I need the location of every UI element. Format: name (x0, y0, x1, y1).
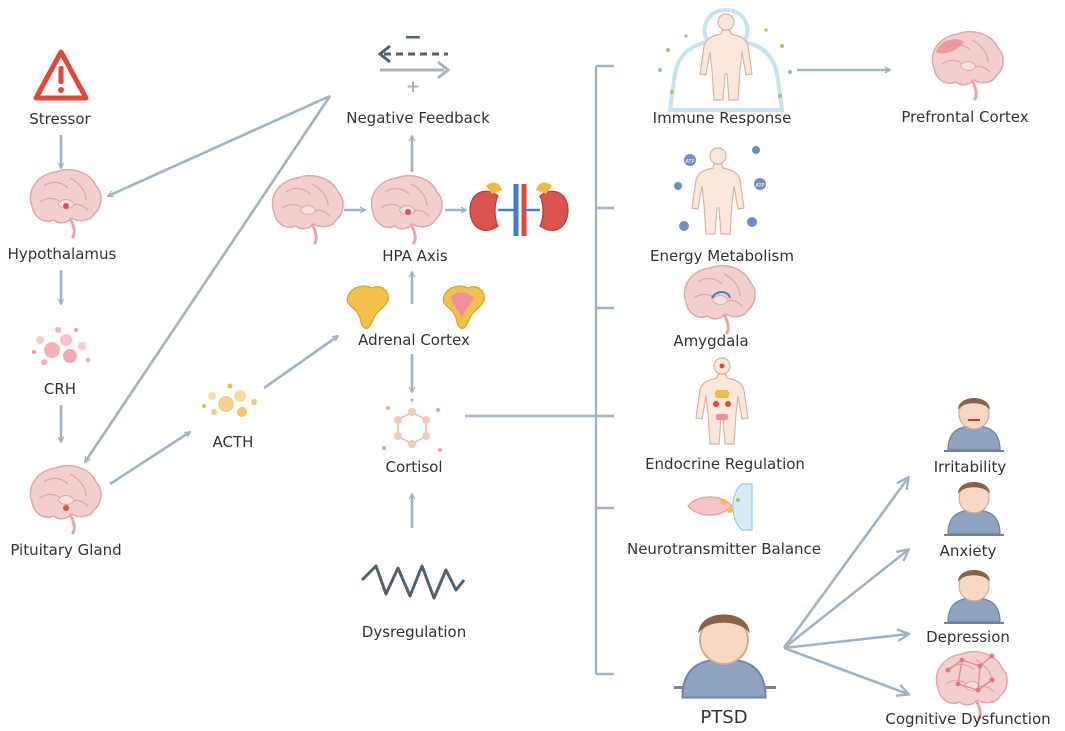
label-negative-feedback: Negative Feedback (346, 109, 490, 127)
feedback-minus-sign: − (404, 25, 422, 50)
label-cortisol: Cortisol (385, 458, 442, 476)
label-adrenal-cortex: Adrenal Cortex (358, 331, 470, 349)
arrow-ptsd-to-depression (783, 634, 908, 650)
label-amygdala: Amygdala (673, 332, 748, 350)
adrenal-gland-icon-left (346, 285, 389, 329)
human-body-icon-endocrine (695, 357, 749, 445)
human-body-icon-energy: ATP ATP (674, 146, 766, 235)
label-irritability: Irritability (934, 458, 1007, 476)
brain-icon-hpa-left (270, 174, 345, 246)
label-hpa-axis: HPA Axis (382, 247, 448, 265)
brain-network-icon (934, 650, 1009, 722)
hexagon-molecule-icon (382, 398, 442, 452)
person-icon-anxiety (944, 481, 1004, 536)
atp-molecule-icon: ATP ATP (674, 146, 766, 231)
label-depression: Depression (926, 628, 1010, 646)
brain-icon-pituitary (28, 464, 103, 536)
hpa-marker (405, 209, 411, 215)
warning-triangle-icon (33, 49, 89, 101)
label-stressor: Stressor (29, 110, 91, 128)
zigzag-icon (360, 564, 466, 600)
label-acth: ACTH (213, 433, 254, 451)
arrow-ptsd-to-anxiety (783, 550, 908, 650)
human-body-icon-immune (658, 7, 792, 112)
feedback-arrows-icon: − + (377, 25, 451, 97)
feedback-arrow-to-pituitary (83, 95, 332, 462)
label-endocrine-regulation: Endocrine Regulation (645, 455, 805, 473)
label-neurotransmitter-balance: Neurotransmitter Balance (627, 540, 821, 558)
label-ptsd: PTSD (700, 707, 747, 728)
arrow-acth-to-adrenal-cortex (263, 336, 338, 390)
atp-label: ATP (755, 183, 764, 189)
label-dysregulation: Dysregulation (362, 623, 466, 641)
label-cognitive-dysfunction: Cognitive Dysfunction (885, 710, 1050, 728)
feedback-plus-sign: + (406, 77, 420, 97)
pituitary-marker (63, 505, 69, 511)
label-hypothalamus: Hypothalamus (8, 245, 117, 263)
arrow-ptsd-to-irritability (782, 478, 908, 649)
person-icon-ptsd (674, 613, 776, 699)
label-anxiety: Anxiety (940, 542, 997, 560)
kidneys-icon (469, 182, 569, 236)
molecule-cluster-icon-crh (32, 327, 90, 365)
adrenal-gland-icon-right (442, 285, 485, 329)
arrow-pituitary-to-acth (109, 430, 190, 486)
brain-icon-amygdala (682, 264, 757, 336)
arrow-ptsd-to-cognitive (783, 646, 908, 694)
synapse-icon (687, 483, 753, 531)
label-crh: CRH (44, 380, 76, 398)
label-energy-metabolism: Energy Metabolism (650, 247, 794, 265)
feedback-arrow-to-hypothalamus (108, 94, 331, 198)
brain-icon-prefrontal (930, 30, 1005, 102)
hypothalamus-marker (63, 203, 69, 209)
atp-label: ATP (685, 159, 694, 165)
molecule-cluster-icon-acth (202, 383, 257, 417)
person-icon-depression (944, 569, 1004, 624)
label-pituitary-gland: Pituitary Gland (10, 541, 121, 559)
label-immune-response: Immune Response (653, 109, 792, 127)
person-icon-irritability (944, 397, 1004, 452)
label-prefrontal-cortex: Prefrontal Cortex (901, 108, 1028, 126)
